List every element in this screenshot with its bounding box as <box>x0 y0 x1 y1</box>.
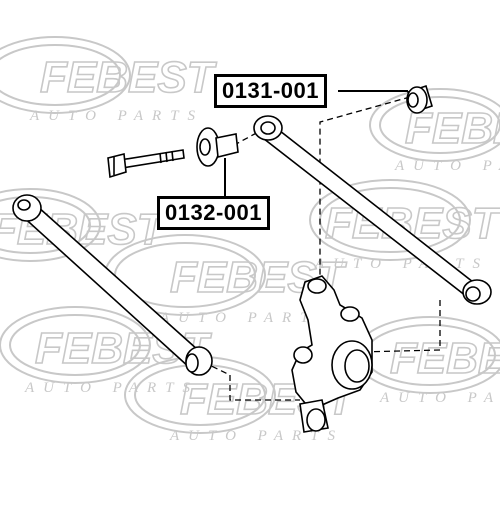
watermark-bottom-left <box>0 306 151 384</box>
watermark-tagline: AUTO PARTS <box>29 108 204 124</box>
bolt-head <box>107 153 127 179</box>
watermark-tagline: AUTO PARTS <box>314 256 489 272</box>
hub-center <box>344 349 370 383</box>
lower-control-arm <box>12 194 213 376</box>
bushing-0131 <box>406 84 433 114</box>
arm-bushing-hole <box>465 286 481 302</box>
watermark-tagline: AUTO PARTS <box>394 158 500 174</box>
watermark-brand: FEBEST <box>40 53 217 102</box>
steering-knuckle <box>291 275 373 433</box>
part-number-label-0132: 0132-001 <box>157 196 270 230</box>
bolt-threads <box>159 150 174 164</box>
cam-bolt-assembly <box>107 127 239 179</box>
watermark-tagline: AUTO PARTS <box>24 380 199 396</box>
watermark-right-top <box>369 88 500 162</box>
cam-washer-hole <box>199 138 211 156</box>
knuckle-upper-mount <box>307 278 327 294</box>
watermark-logo-oval-inner <box>0 44 121 106</box>
watermark-brand: FEBEST <box>390 334 500 383</box>
watermark-tagline: AUTO PARTS <box>379 390 500 406</box>
knuckle-bottom-bushing-face <box>306 408 326 432</box>
bolt-shank <box>119 149 185 169</box>
upper-control-arm <box>253 115 492 305</box>
guide-line-lower <box>202 361 300 401</box>
arm-bushing-hole <box>185 353 199 373</box>
knuckle-lower-mount <box>293 346 313 364</box>
watermark-tagline: AUTO PARTS <box>169 428 344 444</box>
arm-bushing-hole <box>260 121 276 135</box>
part-number-label-0131: 0131-001 <box>214 74 327 108</box>
leader-lines <box>224 90 408 196</box>
arm-bushing-hole <box>17 199 31 211</box>
guide-line-right <box>359 300 441 353</box>
cam-bolt-shank <box>215 133 239 158</box>
knuckle-side-mount <box>340 306 360 322</box>
bushing-hole <box>407 92 419 108</box>
guide-line-upper <box>319 96 411 300</box>
watermark-logo-oval <box>0 36 131 114</box>
watermark-tagline: AUTO PARTS <box>159 310 334 326</box>
watermark-top-left <box>0 36 131 114</box>
